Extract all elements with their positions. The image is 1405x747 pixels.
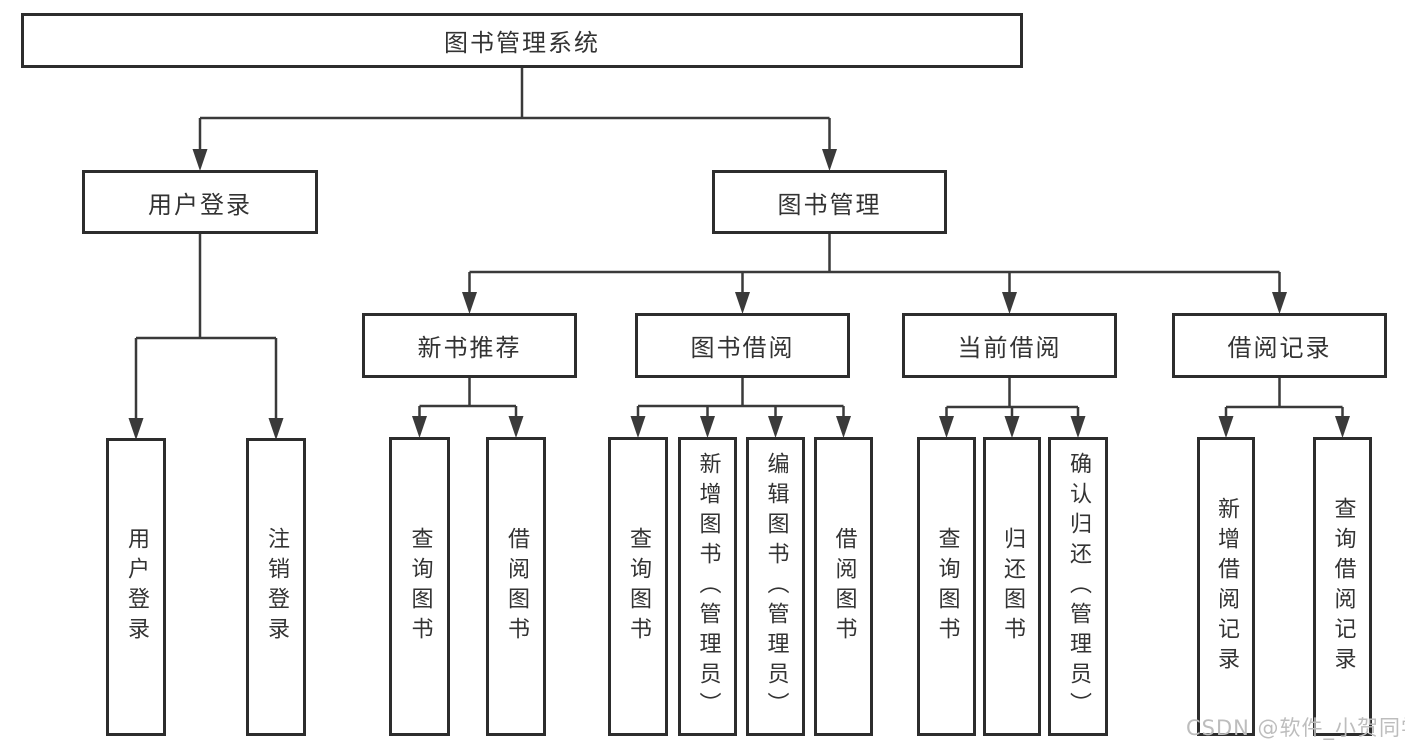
node-user-login: 用户登录: [82, 170, 318, 234]
leaf-query-books-borrow-label: 查询图书: [626, 526, 651, 647]
leaf-add-borrow-record-label: 新增借阅记录: [1214, 496, 1239, 677]
leaf-borrow-books-label: 借阅图书: [831, 526, 857, 647]
leaf-query-borrow-record-label: 查询借阅记录: [1330, 496, 1356, 677]
node-book-management-label: 图书管理: [777, 190, 882, 219]
leaf-return-books-label: 归还图书: [1000, 526, 1025, 647]
leaf-user-login-label: 用户登录: [124, 527, 149, 647]
leaf-logout-label: 注销登录: [264, 527, 289, 647]
leaf-query-books-current: 查询图书: [917, 437, 976, 736]
csdn-watermark: CSDN @软件_小贺同学: [1186, 716, 1405, 740]
leaf-query-books-recommend: 查询图书: [389, 437, 450, 736]
leaf-query-borrow-record: 查询借阅记录: [1313, 437, 1372, 736]
node-book-borrow: 图书借阅: [635, 313, 850, 378]
leaf-borrow-books-recommend: 借阅图书: [486, 437, 546, 736]
node-new-book-recommend: 新书推荐: [362, 313, 577, 378]
leaf-user-login: 用户登录: [106, 438, 166, 736]
leaf-add-borrow-record: 新增借阅记录: [1197, 437, 1255, 736]
leaf-borrow-books-recommend-label: 借阅图书: [504, 526, 529, 647]
leaf-confirm-return-admin: 确认归还（管理员）: [1048, 437, 1108, 736]
node-book-borrow-label: 图书借阅: [690, 334, 795, 362]
leaf-add-book-admin: 新增图书（管理员）: [678, 437, 737, 736]
node-current-borrow-label: 当前借阅: [957, 334, 1062, 362]
leaf-query-books-recommend-label: 查询图书: [407, 526, 433, 647]
node-borrow-records: 借阅记录: [1172, 313, 1387, 378]
node-user-login-label: 用户登录: [148, 190, 252, 219]
node-current-borrow: 当前借阅: [902, 313, 1117, 378]
leaf-confirm-return-admin-label: 确认归还（管理员）: [1066, 451, 1091, 722]
node-book-management: 图书管理: [712, 170, 947, 234]
node-new-book-recommend-label: 新书推荐: [417, 334, 522, 362]
leaf-edit-book-admin: 编辑图书（管理员）: [746, 437, 805, 736]
leaf-query-books-current-label: 查询图书: [934, 526, 960, 647]
leaf-return-books: 归还图书: [983, 437, 1041, 736]
leaf-borrow-books: 借阅图书: [814, 437, 873, 736]
leaf-edit-book-admin-label: 编辑图书（管理员）: [763, 451, 789, 722]
leaf-query-books-borrow: 查询图书: [608, 437, 668, 736]
leaf-logout: 注销登录: [246, 438, 306, 736]
node-borrow-records-label: 借阅记录: [1227, 334, 1332, 362]
node-root-label: 图书管理系统: [444, 29, 600, 57]
node-root-library-system: 图书管理系统: [21, 13, 1023, 68]
leaf-add-book-admin-label: 新增图书（管理员）: [695, 451, 721, 722]
